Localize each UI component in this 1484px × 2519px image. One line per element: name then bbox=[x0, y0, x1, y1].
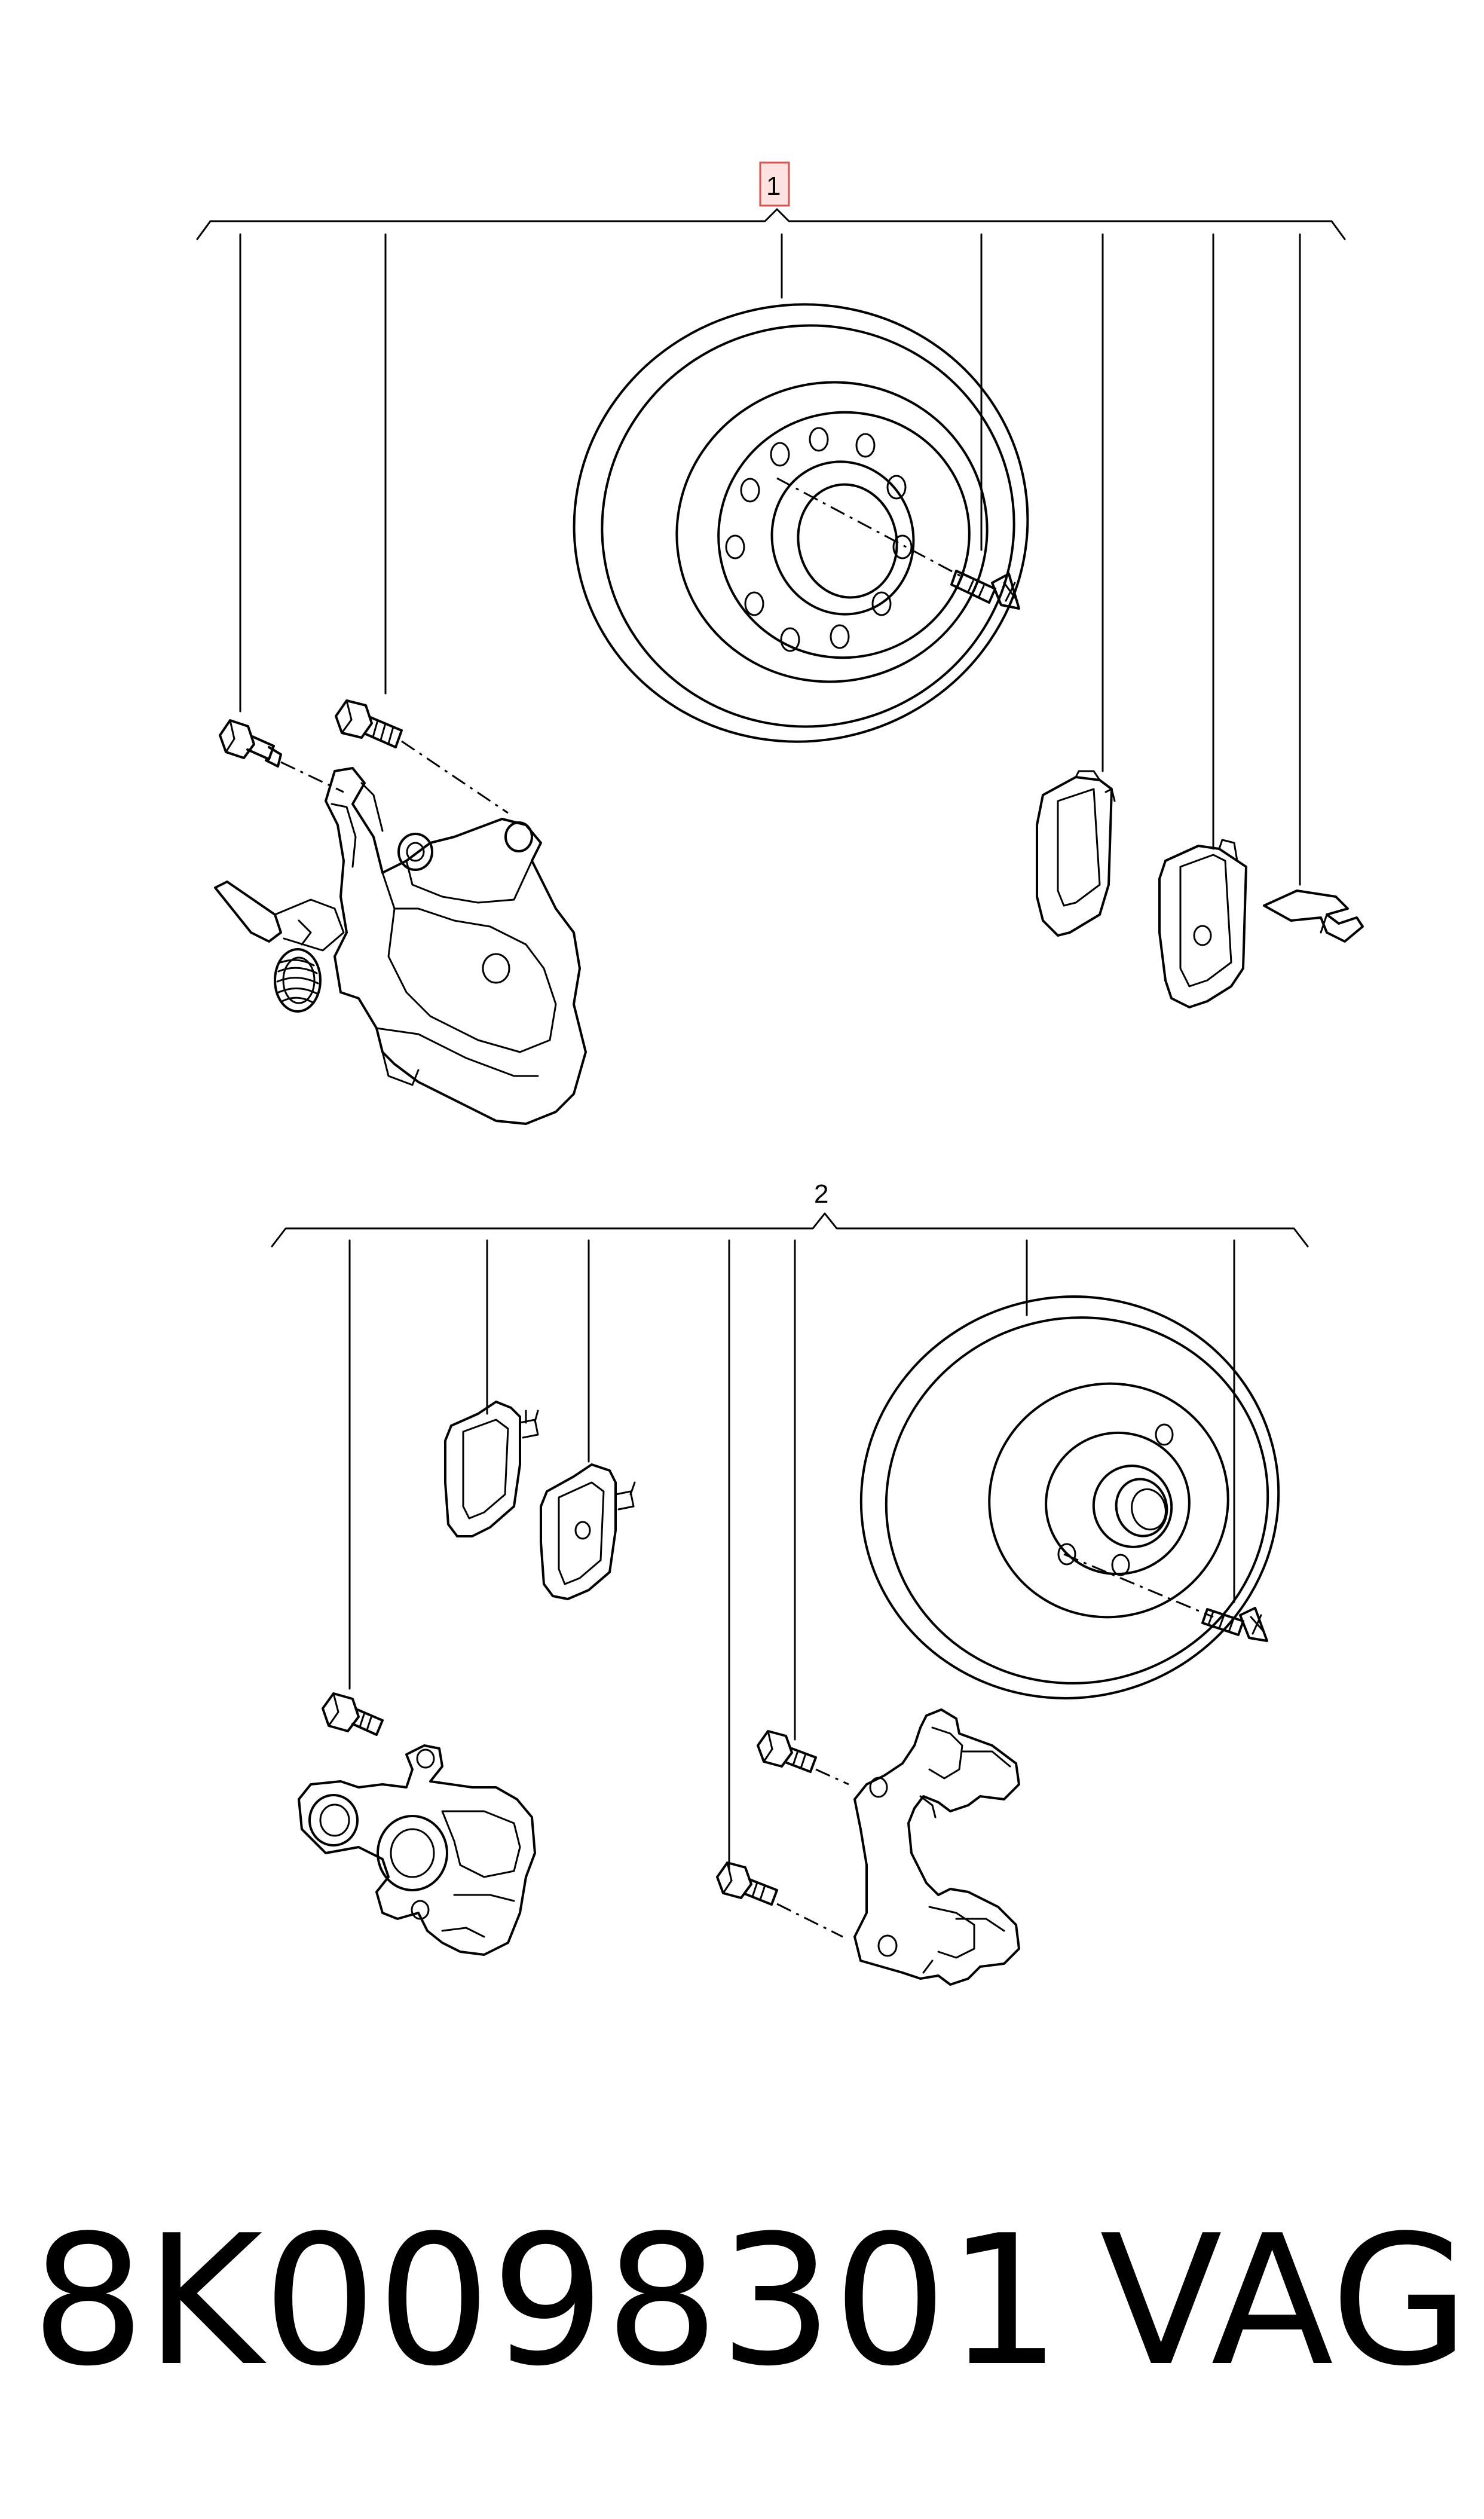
group-1-bracket bbox=[196, 208, 1346, 886]
countersunk-screw-1 bbox=[950, 570, 1020, 610]
carrier-bolt-2a bbox=[757, 1730, 817, 1773]
anti-rattle-clip-1 bbox=[1263, 889, 1364, 943]
brake-caliper-2 bbox=[298, 1744, 536, 1956]
caliper-carrier-2 bbox=[853, 1708, 1020, 1986]
caliper-bolt-2 bbox=[322, 1692, 384, 1736]
countersunk-screw-2 bbox=[1201, 1607, 1268, 1642]
brake-pad-1a bbox=[1036, 770, 1116, 937]
disc-2-bolt-holes bbox=[1057, 1423, 1174, 1576]
parking-brake-lever-1 bbox=[214, 881, 345, 952]
group-2-callout: 2 bbox=[814, 1179, 828, 1209]
part-number-label: 8K0098301 bbox=[31, 2197, 1061, 2405]
brake-disc-2 bbox=[859, 1295, 1280, 1699]
group-1-callout: 1 bbox=[759, 161, 790, 207]
group-1-assembly: 1 bbox=[196, 161, 1364, 1125]
brake-pad-2b bbox=[540, 1463, 636, 1600]
callout-highlight-box bbox=[759, 161, 790, 207]
group-2-assembly: 2 bbox=[271, 1179, 1309, 1986]
callout-label-1: 1 bbox=[766, 172, 781, 201]
brake-disc-1 bbox=[573, 303, 1029, 743]
brake-pad-1b bbox=[1158, 839, 1247, 1008]
carrier-bolt-2b bbox=[716, 1861, 778, 1906]
brake-pad-2a bbox=[444, 1401, 539, 1537]
caliper-bolt-1b bbox=[335, 699, 403, 748]
caliper-spring-1 bbox=[274, 948, 322, 1013]
brake-caliper-1 bbox=[325, 767, 587, 1125]
callout-label-2: 2 bbox=[814, 1179, 828, 1209]
group-2-bracket bbox=[271, 1212, 1309, 1872]
brand-label: VAG bbox=[1100, 2197, 1470, 2405]
disc-1-bolt-holes bbox=[725, 427, 913, 652]
caliper-bolt-1a bbox=[219, 719, 282, 768]
